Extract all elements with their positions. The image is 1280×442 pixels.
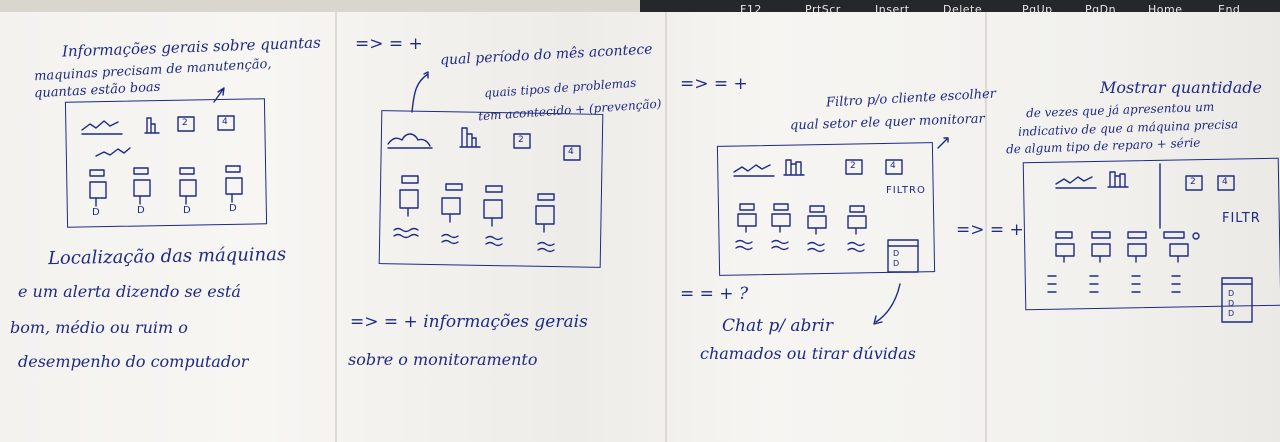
panel2-bottom-note: => = + informações gerais	[350, 312, 588, 332]
panel3-bottom-note: Chat p/ abrir	[722, 316, 834, 336]
chat-mark: D	[1228, 289, 1235, 298]
machine-icon	[535, 193, 555, 233]
machine-icon	[771, 203, 791, 233]
machine-icon	[441, 183, 463, 223]
alert-squiggle	[735, 239, 753, 251]
list-dashes	[1171, 275, 1181, 293]
stat-value: 2	[518, 135, 524, 145]
machine-icon	[1091, 231, 1111, 263]
pointer-arrow	[873, 283, 901, 325]
pointer-arrow	[213, 87, 225, 103]
stat-value: 4	[1222, 177, 1228, 187]
pointer-arrow	[937, 137, 949, 149]
stat-value: 2	[182, 118, 188, 128]
scribble-mark	[95, 147, 131, 157]
panel1-arrow-note: => = +	[355, 34, 423, 54]
chat-box-icon	[1221, 277, 1253, 323]
machine-icon	[807, 205, 827, 235]
chat-mark: D	[893, 249, 900, 258]
alert-squiggle	[485, 235, 503, 247]
stat-value: 2	[850, 161, 856, 171]
filter-label: FILTR	[1222, 211, 1261, 226]
pointer-arrow	[411, 71, 429, 113]
stat-box-icon	[885, 159, 903, 175]
panel3-arrow-note: => = +	[956, 220, 1024, 240]
panel3-bottom-note: chamados ou tirar dúvidas	[700, 344, 916, 363]
panel1-bottom-note: bom, médio ou ruim o	[10, 318, 188, 337]
counter-dot	[1192, 232, 1200, 240]
machine-icon	[89, 169, 107, 207]
alert-squiggle	[847, 241, 865, 253]
machine-icon	[1055, 231, 1075, 263]
machine-mark: D	[92, 207, 100, 218]
machine-mark: D	[137, 205, 145, 216]
stat-box-icon	[177, 116, 195, 132]
paper-fold	[335, 12, 337, 442]
bar-chart-icon	[459, 127, 481, 148]
line-chart-icon	[81, 120, 123, 135]
machine-icon	[179, 167, 197, 205]
alert-squiggle	[771, 239, 789, 251]
panel2-arrow-note: => = +	[680, 74, 748, 94]
stat-box-icon	[1217, 175, 1235, 191]
chat-mark: D	[893, 259, 900, 268]
machine-icon	[483, 185, 503, 227]
list-dashes	[1131, 275, 1141, 293]
alert-squiggle	[441, 233, 459, 245]
chat-mark: D	[1228, 299, 1235, 308]
chat-box-icon	[887, 239, 919, 273]
stat-box-icon	[1185, 175, 1203, 191]
machine-mark: D	[229, 203, 237, 214]
panel3-arrow-note: = = + ?	[680, 284, 749, 304]
machine-mark: D	[183, 205, 191, 216]
chat-mark: D	[1228, 309, 1235, 318]
bar-chart-icon	[144, 117, 160, 134]
list-dashes	[1047, 275, 1057, 293]
machine-icon	[399, 175, 419, 217]
stat-value: 4	[222, 117, 228, 127]
stat-value: 4	[568, 147, 574, 157]
alert-squiggle	[393, 227, 419, 239]
stat-value: 4	[890, 161, 896, 171]
bar-chart-icon	[1107, 171, 1129, 188]
panel1-bottom-note: desempenho do computador	[18, 352, 249, 371]
stat-box-icon	[217, 115, 235, 131]
machine-icon	[1127, 231, 1147, 263]
machine-icon	[225, 165, 243, 203]
alert-squiggle	[537, 241, 555, 253]
filter-label: FILTRO	[886, 185, 926, 196]
stat-value: 2	[1190, 177, 1196, 187]
bar-chart-icon	[783, 159, 805, 176]
machine-icon	[133, 167, 151, 205]
cloud-chart-icon	[387, 133, 433, 149]
machine-icon	[1163, 231, 1189, 263]
paper-fold	[665, 12, 667, 442]
list-dashes	[1089, 275, 1099, 293]
panel2-bottom-note: sobre o monitoramento	[348, 350, 538, 369]
paper-fold	[985, 12, 987, 442]
stat-box-icon	[845, 159, 863, 175]
paper-sheet	[0, 12, 1280, 442]
machine-icon	[737, 203, 757, 233]
panel4-note-line: Mostrar quantidade	[1100, 78, 1263, 97]
stat-box-icon	[563, 145, 581, 161]
panel1-bottom-note: e um alerta dizendo se está	[18, 282, 241, 301]
line-chart-icon	[733, 164, 775, 177]
alert-squiggle	[807, 241, 825, 253]
line-chart-icon	[1055, 176, 1097, 189]
stat-box-icon	[513, 133, 531, 149]
machine-icon	[847, 205, 867, 235]
